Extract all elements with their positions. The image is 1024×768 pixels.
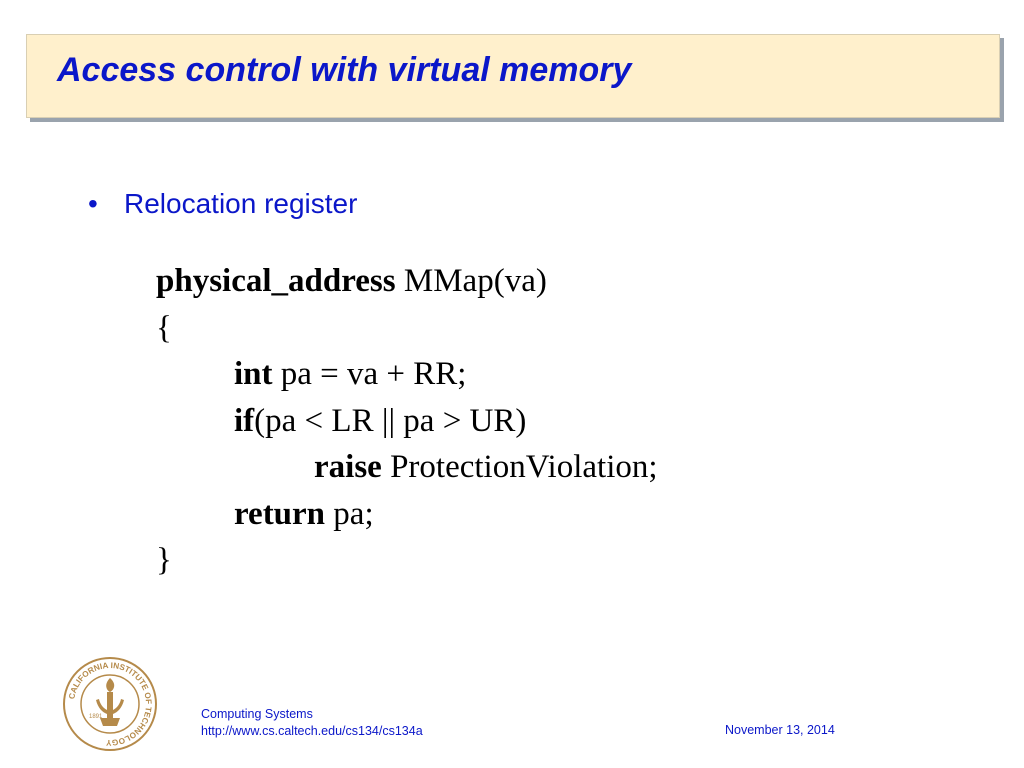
code-keyword: return [234,495,326,532]
code-text: pa; [325,495,374,532]
code-text: MMap(va) [395,263,547,299]
code-line-declaration: int pa = va + RR; [156,351,658,398]
footer-course-info: Computing Systems http://www.cs.caltech.… [201,706,423,740]
footer-date: November 13, 2014 [725,723,835,737]
code-line-return: return pa; [156,491,658,538]
title-banner: Access control with virtual memory [26,34,1000,118]
code-keyword: int [234,356,273,392]
footer-course-name: Computing Systems [201,707,313,721]
code-line-signature: physical_address MMap(va) [156,258,658,305]
code-line-raise: raise ProtectionViolation; [156,444,658,491]
slide-title: Access control with virtual memory [57,51,632,89]
code-text: ProtectionViolation; [381,449,658,485]
code-text: { [156,309,172,346]
caltech-seal-icon: CALIFORNIA INSTITUTE OF TECHNOLOGY 1891 [62,656,158,752]
code-text: } [156,542,172,578]
seal-year: 1891 [89,714,103,720]
code-block: physical_address MMap(va) { int pa = va … [156,258,658,584]
bullet-icon: • [88,188,98,219]
bullet-text: Relocation register [124,188,358,219]
code-keyword: physical_address [156,263,396,299]
code-text: (pa < LR || pa > UR) [254,402,527,439]
code-keyword: if [234,402,255,439]
code-text: pa = va + RR; [272,356,467,392]
code-line-close-brace: } [156,537,658,584]
bullet-item: • Relocation register [88,188,357,220]
code-line-condition: if(pa < LR || pa > UR) [156,398,658,445]
footer-url: http://www.cs.caltech.edu/cs134/cs134a [201,724,423,738]
code-keyword: raise [314,449,382,485]
caltech-seal-graphic: CALIFORNIA INSTITUTE OF TECHNOLOGY 1891 [63,657,157,751]
code-line-open-brace: { [156,305,658,352]
